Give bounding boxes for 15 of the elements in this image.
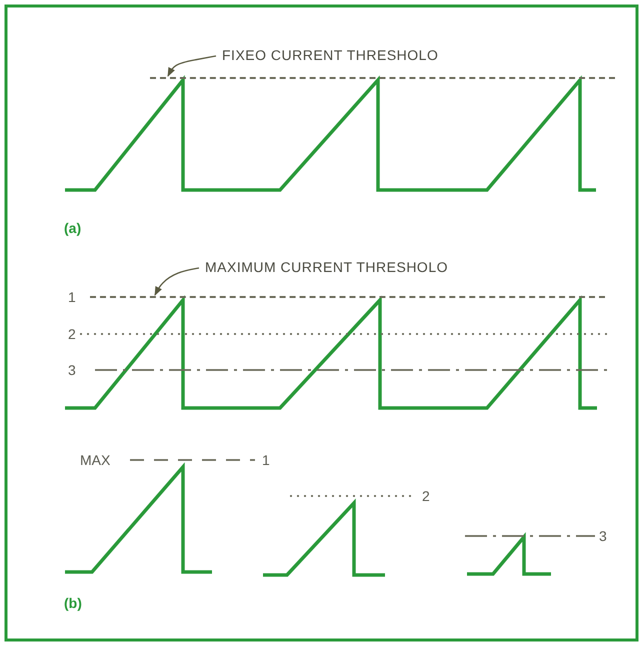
leader-line	[167, 55, 216, 77]
level-number: 3	[599, 528, 607, 544]
annotation-text: MAXIMUM CURRENT THRESHOLO	[205, 259, 448, 275]
level-number: 2	[68, 326, 76, 342]
level-number: 2	[422, 488, 430, 504]
level-label: MAX	[80, 452, 110, 468]
level-number: 1	[68, 289, 76, 305]
panel-label: (b)	[64, 595, 82, 611]
level-number: 3	[68, 362, 76, 378]
annotation-text: FIXEO CURRENT THRESHOLO	[222, 47, 438, 63]
leader-line	[154, 267, 200, 296]
level-number: 1	[262, 452, 270, 468]
threshold-line	[90, 296, 605, 298]
panel-label: (a)	[64, 220, 82, 236]
threshold-line	[150, 77, 615, 79]
